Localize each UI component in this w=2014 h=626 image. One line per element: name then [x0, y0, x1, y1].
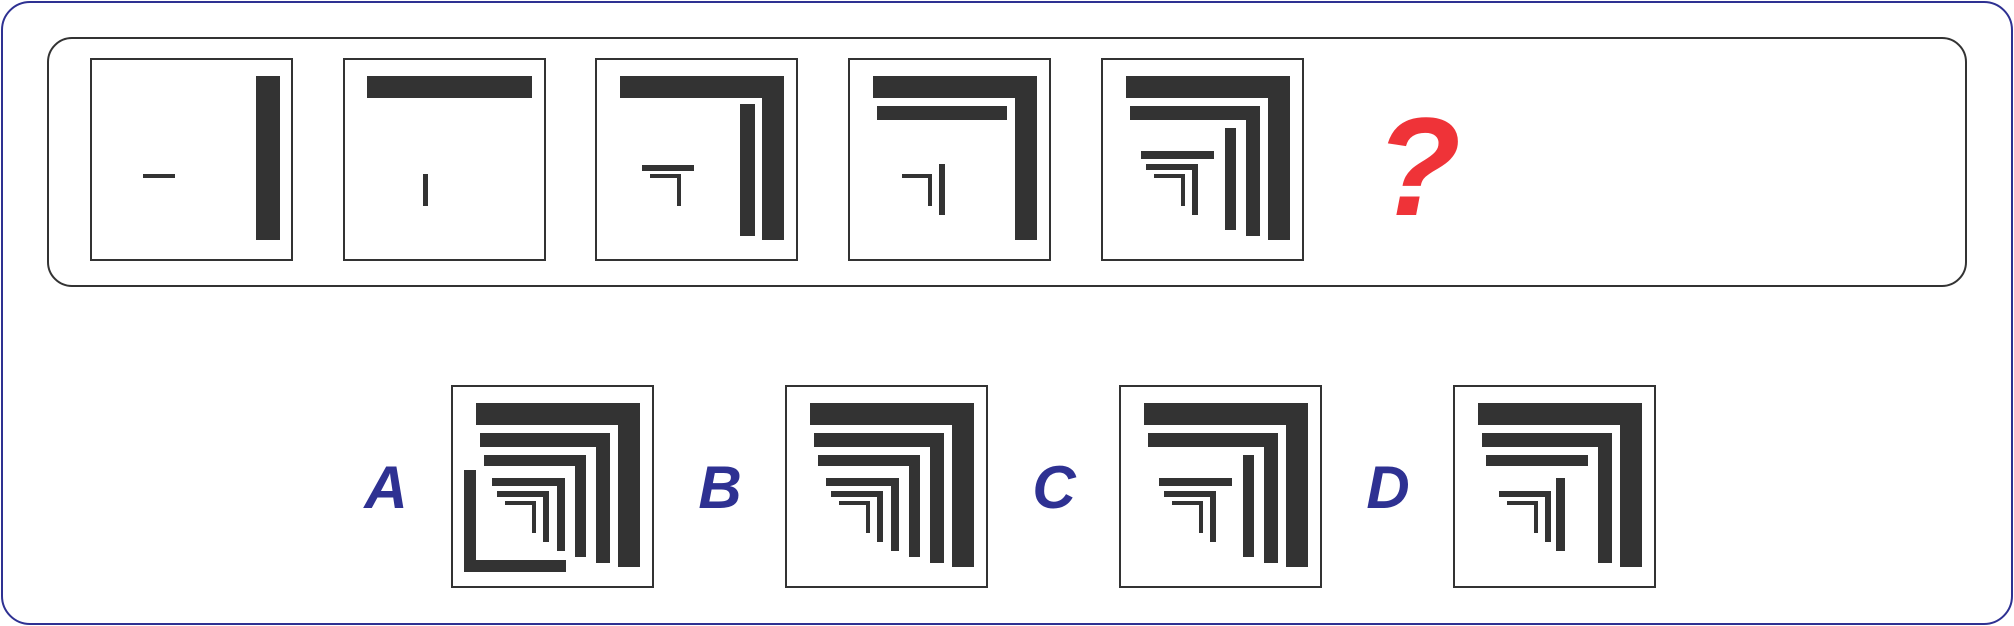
- horizontal-bar: [1159, 478, 1232, 486]
- corner-2-right: [930, 433, 944, 563]
- option-b-label[interactable]: B: [698, 454, 741, 521]
- corner-5-right: [543, 491, 549, 542]
- reverse-corner-left: [464, 470, 476, 572]
- corner-1-top: [1126, 76, 1290, 98]
- corner-2-right: [1246, 106, 1260, 236]
- horizontal-dash: [143, 174, 175, 178]
- vertical-bar: [1243, 455, 1254, 557]
- corner-2-top: [1148, 433, 1278, 447]
- tile-border: [595, 58, 798, 261]
- vertical-dash: [423, 174, 428, 206]
- sequence-panel: [47, 37, 1967, 287]
- corner-3-top: [484, 455, 586, 466]
- small-corner-b-top: [1154, 174, 1185, 178]
- small-corner-a-top: [1499, 491, 1551, 497]
- corner-right: [1015, 76, 1037, 240]
- corner-6-right: [866, 501, 870, 533]
- corner-3-right: [909, 455, 920, 557]
- small-corner-b-top: [1507, 501, 1538, 505]
- corner-4-top: [492, 478, 565, 486]
- corner-2-top: [1130, 106, 1260, 120]
- small-corner-top: [650, 174, 681, 178]
- tile-border: [785, 385, 988, 588]
- corner-1-right: [618, 403, 640, 567]
- horizontal-bar: [1486, 455, 1588, 466]
- option-d-label[interactable]: D: [1366, 454, 1409, 521]
- corner-2-right: [1264, 433, 1278, 563]
- corner-1-right: [952, 403, 974, 567]
- option-c-tile[interactable]: [1119, 385, 1322, 588]
- inner-bar: [740, 104, 755, 236]
- corner-1-right: [1620, 403, 1642, 567]
- small-dash: [642, 165, 694, 171]
- small-corner-a-right: [1545, 491, 1551, 542]
- inner-bar: [877, 106, 1007, 120]
- corner-2-top: [814, 433, 944, 447]
- small-corner-a-right: [1210, 491, 1216, 542]
- option-b-tile[interactable]: [785, 385, 988, 588]
- corner-2-top: [480, 433, 610, 447]
- small-corner-a-top: [1164, 491, 1216, 497]
- small-corner-right: [928, 174, 932, 206]
- corner-4-right: [557, 478, 565, 551]
- horizontal-bar: [367, 76, 532, 98]
- small-corner-b-right: [1534, 501, 1538, 533]
- corner-1-top: [476, 403, 640, 425]
- corner-5-top: [497, 491, 549, 497]
- corner-1-right: [1268, 76, 1290, 240]
- small-corner-a-top: [1146, 164, 1198, 170]
- corner-2-right: [596, 433, 610, 563]
- sequence-tile-3: [595, 58, 798, 261]
- corner-1-top: [810, 403, 974, 425]
- corner-1-right: [1286, 403, 1308, 567]
- corner-6-right: [532, 501, 536, 533]
- tile-border: [1101, 58, 1304, 261]
- option-a-label[interactable]: A: [362, 454, 407, 521]
- small-corner-right: [677, 174, 681, 206]
- corner-2-right: [1598, 433, 1612, 563]
- corner-6-top: [839, 501, 870, 505]
- tile-border: [1453, 385, 1656, 588]
- option-a-tile[interactable]: [451, 385, 654, 588]
- tile-border: [848, 58, 1051, 261]
- sequence-tile-1: [90, 58, 293, 261]
- tile-border: [1119, 385, 1322, 588]
- tile-border: [343, 58, 546, 261]
- corner-1-top: [1478, 403, 1642, 425]
- vertical-bar: [1225, 128, 1236, 230]
- reverse-corner-bottom: [464, 560, 566, 572]
- option-d-tile[interactable]: [1453, 385, 1656, 588]
- corner-5-right: [877, 491, 883, 542]
- vertical-bar: [256, 76, 280, 240]
- horizontal-bar: [1141, 151, 1214, 159]
- corner-1-top: [1144, 403, 1308, 425]
- corner-4-top: [826, 478, 899, 486]
- sequence-tile-5: [1101, 58, 1304, 261]
- corner-top: [873, 76, 1037, 98]
- corner-4-right: [891, 478, 899, 551]
- small-dash: [939, 164, 945, 215]
- corner-6-top: [505, 501, 536, 505]
- question-mark: ?: [1375, 88, 1461, 245]
- corner-3-right: [575, 455, 586, 557]
- small-corner-top: [902, 174, 932, 178]
- corner-right: [762, 76, 784, 240]
- tile-border: [451, 385, 654, 588]
- small-corner-b-right: [1181, 174, 1185, 206]
- small-corner-a-right: [1192, 164, 1198, 215]
- sequence-tile-2: [343, 58, 546, 261]
- corner-top: [620, 76, 784, 98]
- small-corner-b-top: [1172, 501, 1203, 505]
- option-c-label[interactable]: C: [1032, 454, 1077, 521]
- sequence-tile-4: [848, 58, 1051, 261]
- tile-border: [90, 58, 293, 261]
- corner-5-top: [831, 491, 883, 497]
- corner-2-top: [1482, 433, 1612, 447]
- small-corner-b-right: [1199, 501, 1203, 533]
- corner-3-top: [818, 455, 920, 466]
- vertical-bar: [1556, 478, 1565, 551]
